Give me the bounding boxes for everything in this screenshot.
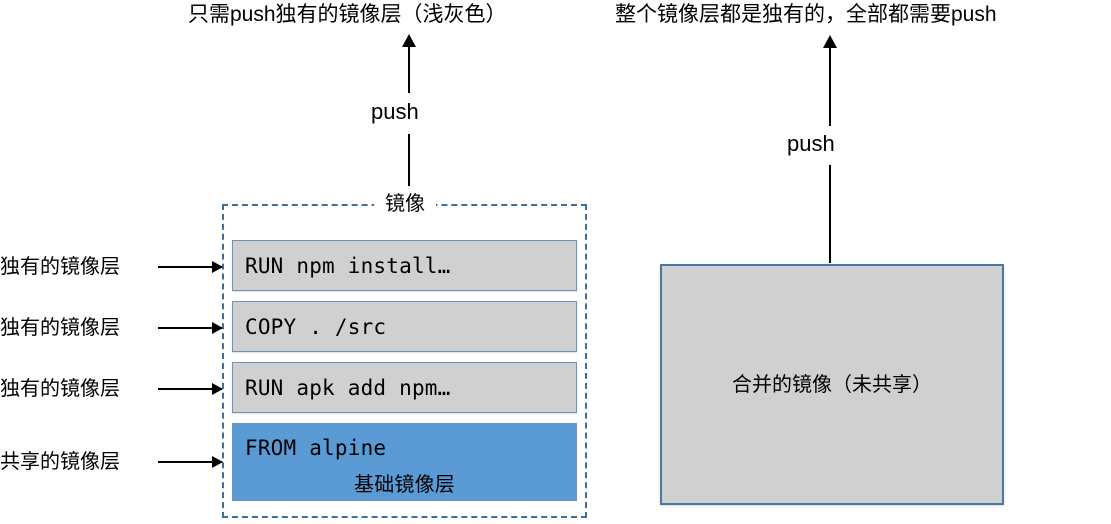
base-layer-caption: 基础镜像层	[354, 474, 455, 496]
side-label-shared-layer: 共享的镜像层	[0, 451, 120, 473]
image-layer-row: RUN apk add npm…	[232, 362, 577, 413]
push-arrow-right-head	[823, 35, 837, 48]
image-container-label: 镜像	[374, 191, 436, 217]
push-arrow-right-upper-shaft	[829, 48, 831, 126]
side-label-unique-layer: 独有的镜像层	[0, 378, 120, 400]
push-label-left: push	[371, 99, 419, 124]
image-layer-row: COPY . /src	[232, 301, 577, 352]
side-arrow-unique-layer	[158, 322, 223, 334]
side-arrow-shared-layer	[158, 456, 223, 468]
heading-right: 整个镜像层都是独有的，全部都需要push	[615, 3, 997, 26]
push-arrow-left-lower-shaft	[408, 134, 410, 186]
heading-left: 只需push独有的镜像层（浅灰色）	[188, 3, 507, 26]
side-label-unique-layer: 独有的镜像层	[0, 256, 120, 278]
base-image-layer-row: FROM alpine 基础镜像层	[232, 423, 577, 501]
base-layer-command: FROM alpine	[245, 436, 387, 460]
side-arrow-unique-layer	[158, 261, 223, 273]
image-layer-row: RUN npm install…	[232, 240, 577, 291]
push-arrow-right-lower-shaft	[829, 165, 831, 263]
merged-image-label: 合并的镜像（未共享）	[732, 373, 932, 396]
push-arrow-left-upper-shaft	[408, 47, 410, 93]
side-label-unique-layer: 独有的镜像层	[0, 317, 120, 339]
push-arrow-left-head	[402, 34, 416, 47]
push-label-right: push	[787, 131, 835, 156]
side-arrow-unique-layer	[158, 383, 223, 395]
merged-image-box: 合并的镜像（未共享）	[660, 264, 1004, 505]
